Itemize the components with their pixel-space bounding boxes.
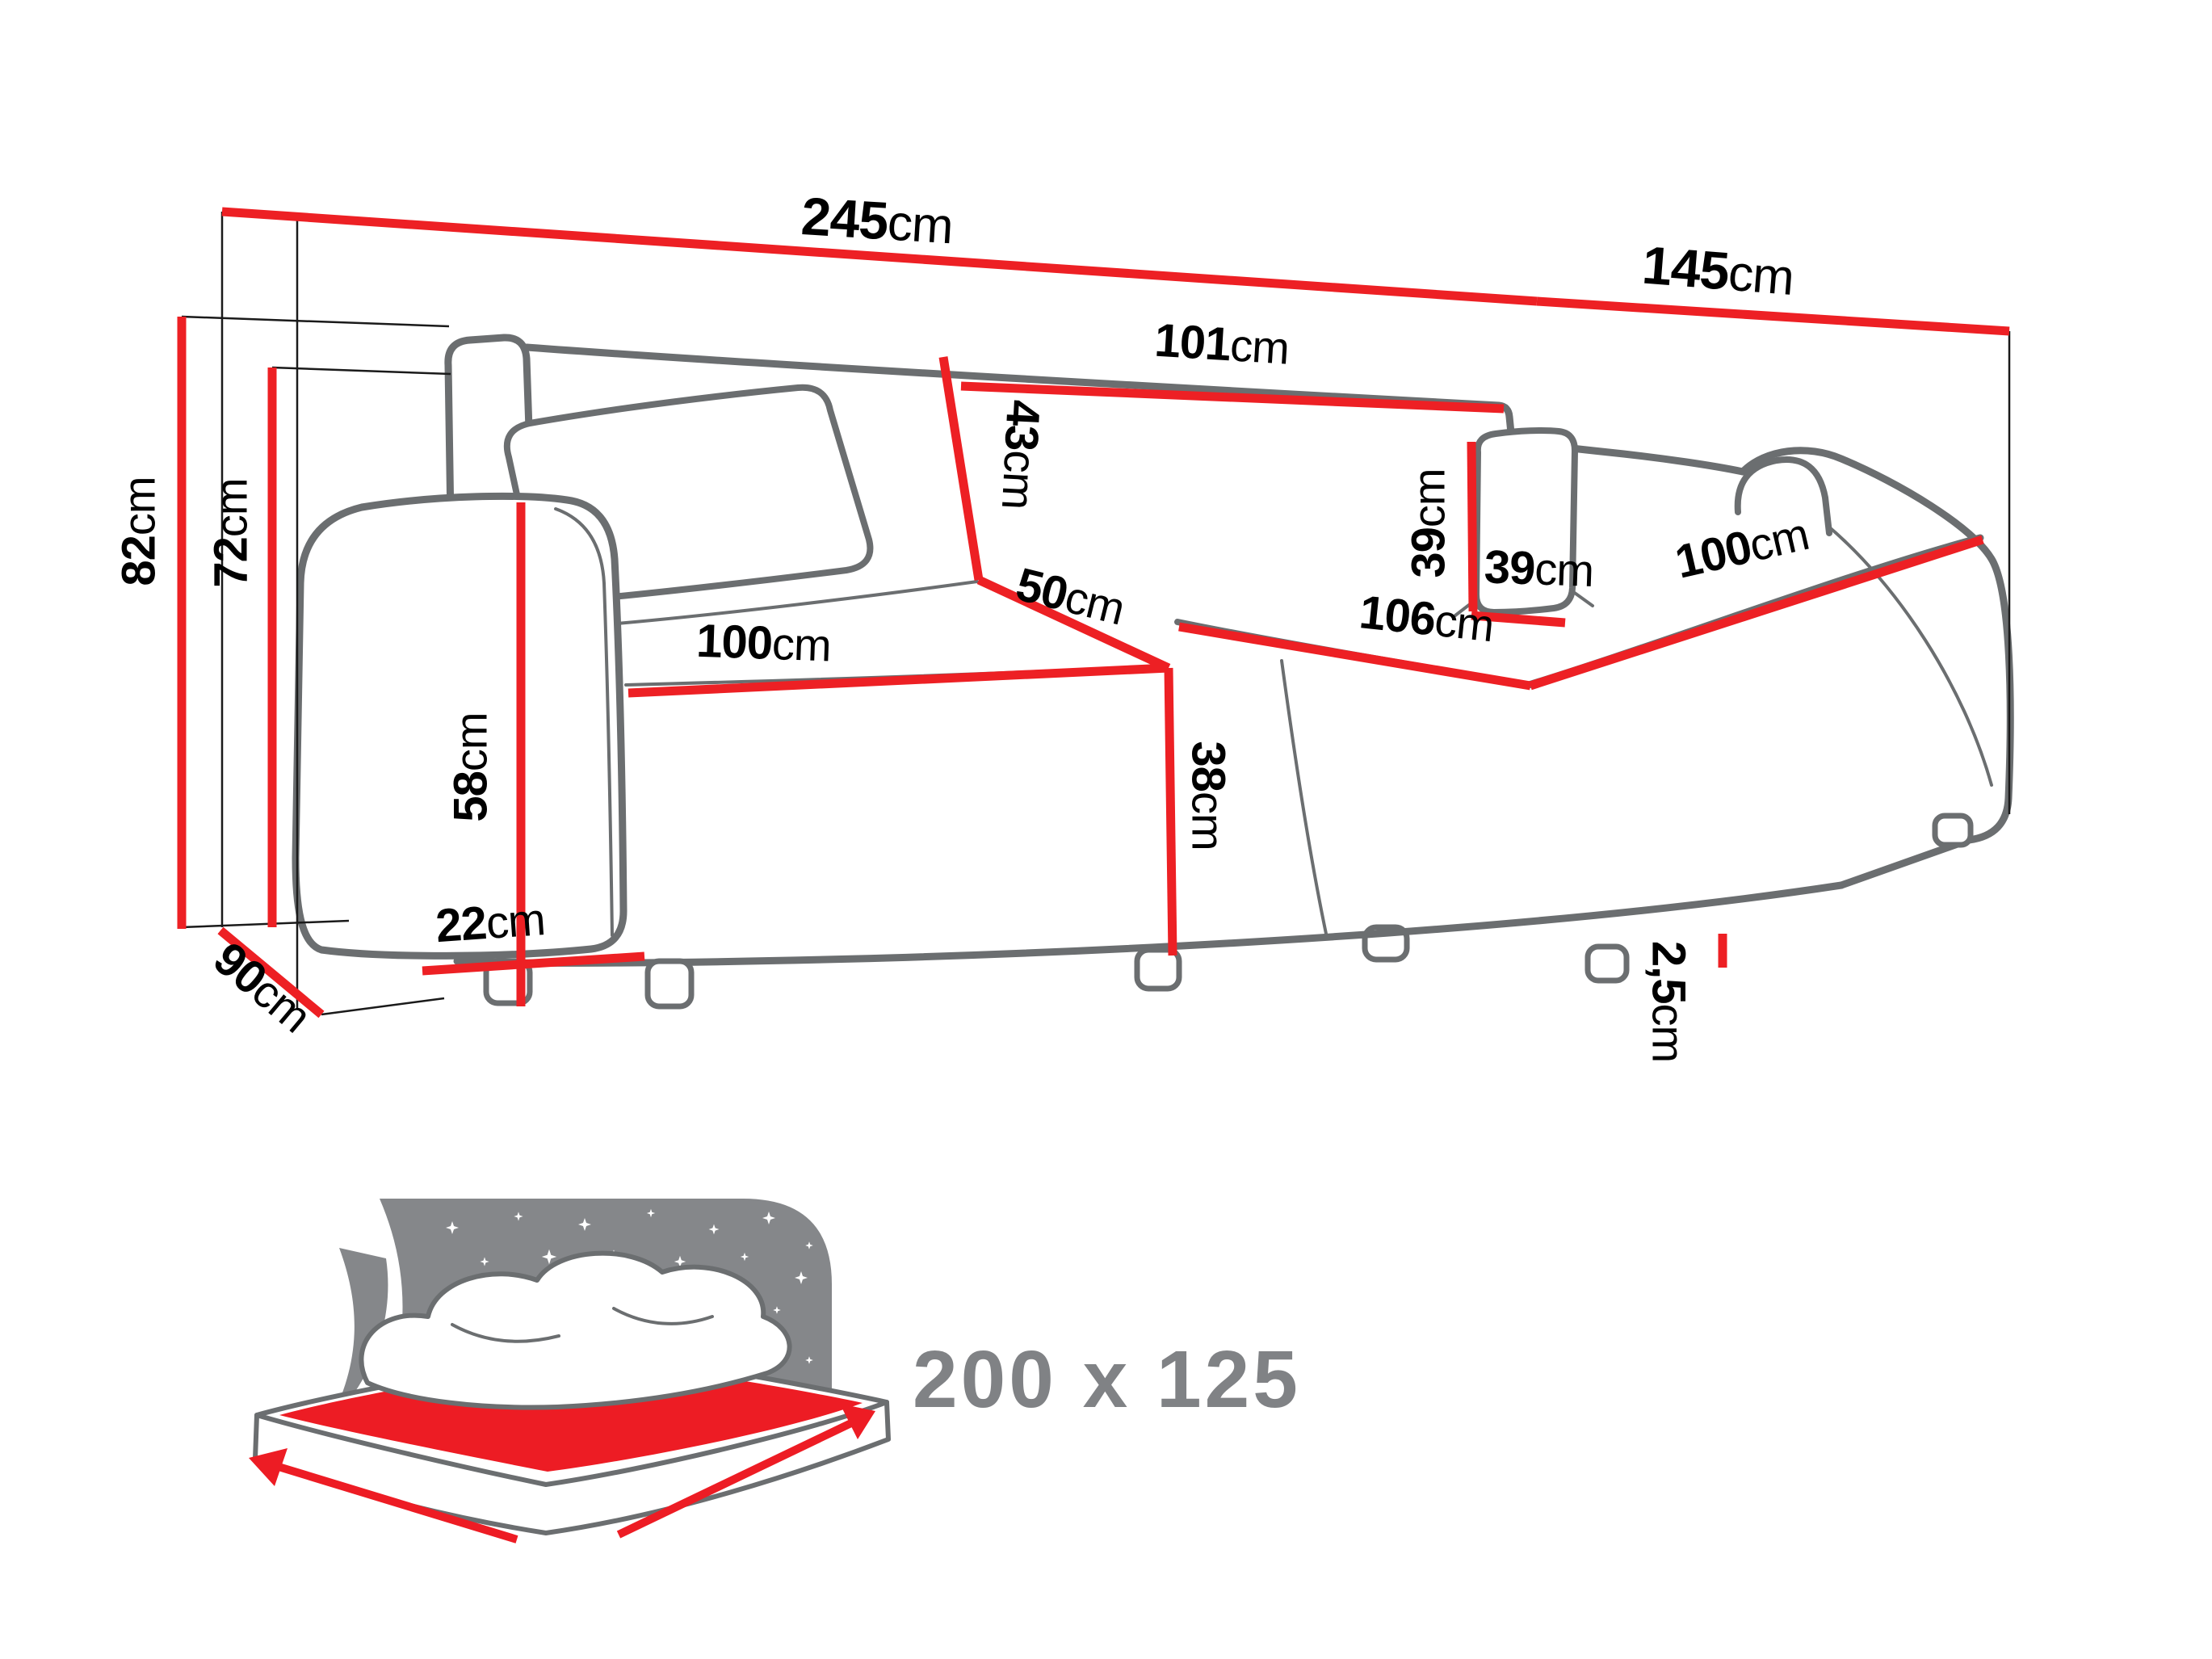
right-pillow-crease-right: [1571, 590, 1594, 607]
duvet-crease: [612, 1307, 714, 1325]
extension-line: [321, 997, 445, 1016]
dim-line-90: [217, 926, 325, 1018]
dim-line-38: [1164, 667, 1177, 956]
sofa-foot: [644, 958, 695, 1010]
dimension-lines: [177, 207, 2010, 1018]
dim-label-100cm-chaise: 100cm: [1670, 507, 1813, 589]
dim-label-22cm: 22cm: [434, 892, 546, 952]
dimension-labels: 245cm 145cm 101cm 43cm 39cm 39cm 106cm 1…: [113, 186, 1813, 1062]
curtain-sliver-icon: [328, 1248, 388, 1425]
dim-line-245: [221, 207, 1538, 306]
duvet-icon: [359, 1250, 792, 1410]
sleeping-area-size: 200 x 125: [913, 1334, 1301, 1425]
dim-label-90cm: 90cm: [204, 932, 321, 1043]
left-armrest-outline: [292, 492, 628, 960]
dim-line-101: [960, 381, 1505, 414]
dim-label-39cm-horizontal: 39cm: [1484, 540, 1594, 597]
dim-label-100cm-seat: 100cm: [695, 615, 832, 672]
chaise-cushion-seam: [1280, 659, 1328, 935]
dim-line-50: [976, 576, 1171, 672]
dim-label-245cm: 245cm: [800, 186, 955, 254]
dim-line-39h: [1471, 611, 1566, 628]
dim-label-39cm-vertical: 39cm: [1403, 468, 1455, 578]
dim-line-145: [1536, 296, 2010, 336]
sleeping-function-icon: 200 x 125: [249, 1199, 1301, 1544]
dim-label-72cm: 72cm: [205, 478, 258, 587]
size-arrows-icon: [249, 1404, 875, 1544]
right-arm-front-seam: [1825, 523, 1993, 787]
duvet-crease: [451, 1323, 560, 1343]
dim-label-58cm: 58cm: [445, 712, 497, 821]
left-armrest-inner-seam: [554, 507, 614, 937]
extension-lines: [181, 212, 2011, 1016]
dim-line-100-right: [1529, 535, 1984, 691]
dim-line-100-left: [628, 663, 1169, 698]
dim-line-43: [938, 356, 984, 581]
extension-line: [271, 366, 451, 376]
right-back-pillow: [1473, 427, 1578, 615]
dim-line-106: [1178, 622, 1531, 691]
extension-line: [181, 315, 450, 328]
dim-label-2-5cm: 2,5cm: [1642, 941, 1694, 1062]
dim-label-82cm: 82cm: [113, 477, 166, 586]
dim-label-38cm: 38cm: [1182, 741, 1234, 850]
sofa-foot: [1584, 943, 1630, 984]
dim-label-101cm: 101cm: [1153, 314, 1291, 375]
dim-label-106cm: 106cm: [1357, 586, 1496, 652]
right-armrest-outline: [1739, 447, 2014, 889]
dim-line-39v: [1467, 441, 1478, 612]
dim-label-43cm: 43cm: [992, 399, 1050, 510]
right-arm-cushion: [1734, 456, 1832, 536]
left-seat-back-edge: [615, 580, 979, 625]
dim-line-22: [422, 951, 645, 976]
dim-label-50cm: 50cm: [1011, 558, 1130, 636]
sofa-foot: [1134, 947, 1182, 992]
dim-label-145cm: 145cm: [1640, 234, 1796, 306]
sofa-foot: [1932, 813, 1974, 848]
extension-line: [181, 919, 350, 929]
sofa-outline: [292, 334, 2014, 1010]
